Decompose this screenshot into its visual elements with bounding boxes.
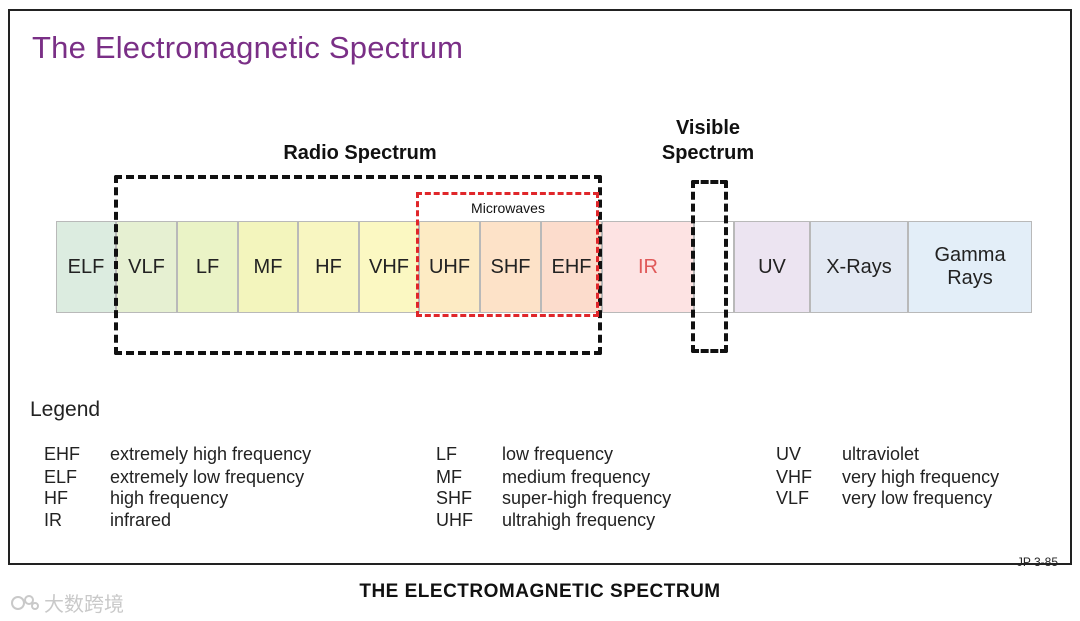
legend-abbr: SHF: [436, 488, 472, 508]
band-ir: IR: [602, 221, 694, 313]
band-vlf: VLF: [116, 221, 177, 313]
legend-item: MF medium frequency: [436, 467, 650, 488]
legend-abbr: UV: [776, 444, 802, 464]
legend-description: very low frequency: [842, 488, 993, 508]
band-uhf: UHF: [419, 221, 480, 313]
watermark-logo-icon: [11, 594, 39, 610]
watermark-text: 大数跨境: [44, 594, 124, 616]
legend-abbr: VLF: [776, 488, 810, 508]
microwaves-box: [416, 192, 599, 317]
figure-caption: THE ELECTROMAGNETIC SPECTRUM: [359, 581, 721, 602]
legend-abbr: ELF: [44, 467, 78, 487]
reference-code: JP 3-85: [1016, 555, 1058, 569]
watermark: 大数跨境: [10, 588, 124, 617]
radio-spectrum-box: [114, 175, 602, 355]
legend-description: extremely low frequency: [110, 467, 305, 487]
legend-item: UV ultraviolet: [776, 444, 919, 465]
legend-item: EHF extremely high frequency: [44, 444, 311, 465]
microwaves-label: Microwaves: [471, 200, 545, 216]
band-ehf: EHF: [541, 221, 602, 313]
legend-description: very high frequency: [842, 467, 1000, 487]
legend-item: UHF ultrahigh frequency: [436, 510, 655, 531]
legend-abbr: HF: [44, 488, 68, 508]
legend-item: VLF very low frequency: [776, 488, 992, 509]
legend-item: HF high frequency: [44, 488, 228, 509]
legend-item: ELF extremely low frequency: [44, 467, 304, 488]
band-x-rays: X-Rays: [810, 221, 908, 313]
legend-item: LF low frequency: [436, 444, 613, 465]
legend-abbr: EHF: [44, 444, 80, 464]
visible-spectrum-box: [691, 180, 728, 353]
legend-description: high frequency: [110, 488, 229, 508]
band-mf: MF: [238, 221, 298, 313]
legend-description: super-high frequency: [502, 488, 672, 508]
band-elf: ELF: [56, 221, 116, 313]
radio-spectrum-label: Radio Spectrum: [283, 142, 437, 164]
visible-spectrum-text: Visible Spectrum: [661, 117, 755, 164]
legend-abbr: IR: [44, 510, 62, 530]
legend-description: ultrahigh frequency: [502, 510, 656, 530]
band-hf: HF: [298, 221, 359, 313]
legend-title: Legend: [30, 398, 101, 421]
legend-description: infrared: [110, 510, 172, 530]
legend-item: VHF very high frequency: [776, 467, 999, 488]
legend-description: medium frequency: [502, 467, 651, 487]
visible-spectrum-label: Visible Spectrum: [648, 116, 768, 166]
legend-item: IR infrared: [44, 510, 171, 531]
band-shf: SHF: [480, 221, 541, 313]
band-uv: UV: [734, 221, 810, 313]
legend-description: ultraviolet: [842, 444, 920, 464]
slide-title: The Electromagnetic Spectrum: [32, 30, 464, 65]
legend-abbr: VHF: [776, 467, 812, 487]
legend-description: low frequency: [502, 444, 614, 464]
band-gamma-rays: Gamma Rays: [908, 221, 1032, 313]
legend-abbr: MF: [436, 467, 462, 487]
legend-abbr: LF: [436, 444, 458, 464]
legend-abbr: UHF: [436, 510, 473, 530]
band-lf: LF: [177, 221, 238, 313]
legend-description: extremely high frequency: [110, 444, 312, 464]
legend-item: SHF super-high frequency: [436, 488, 671, 509]
